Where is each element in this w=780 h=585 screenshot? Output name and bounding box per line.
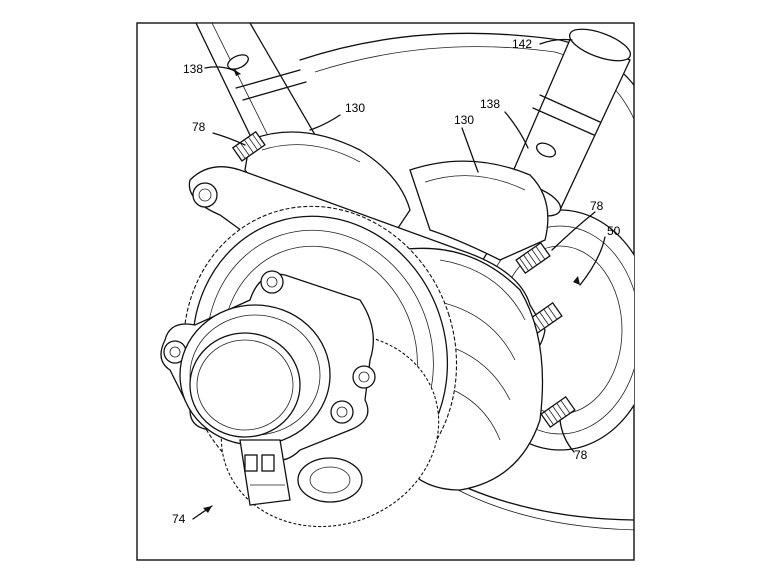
label-78-bottom-right: 78 (574, 448, 588, 462)
label-138-right: 138 (480, 97, 500, 111)
phaser-hub (179, 304, 331, 446)
label-130-right: 130 (454, 113, 474, 127)
connector (239, 439, 363, 506)
bracket-130-right (409, 160, 549, 261)
leader-lines (192, 38, 606, 520)
label-138-left: 138 (183, 62, 203, 76)
label-78-top-left: 78 (192, 120, 206, 134)
label-142: 142 (512, 37, 532, 51)
arrowheads (203, 68, 580, 513)
label-130-left: 130 (345, 101, 365, 115)
label-74: 74 (172, 512, 186, 526)
label-78-right: 78 (590, 199, 604, 213)
label-50: 50 (607, 224, 621, 238)
